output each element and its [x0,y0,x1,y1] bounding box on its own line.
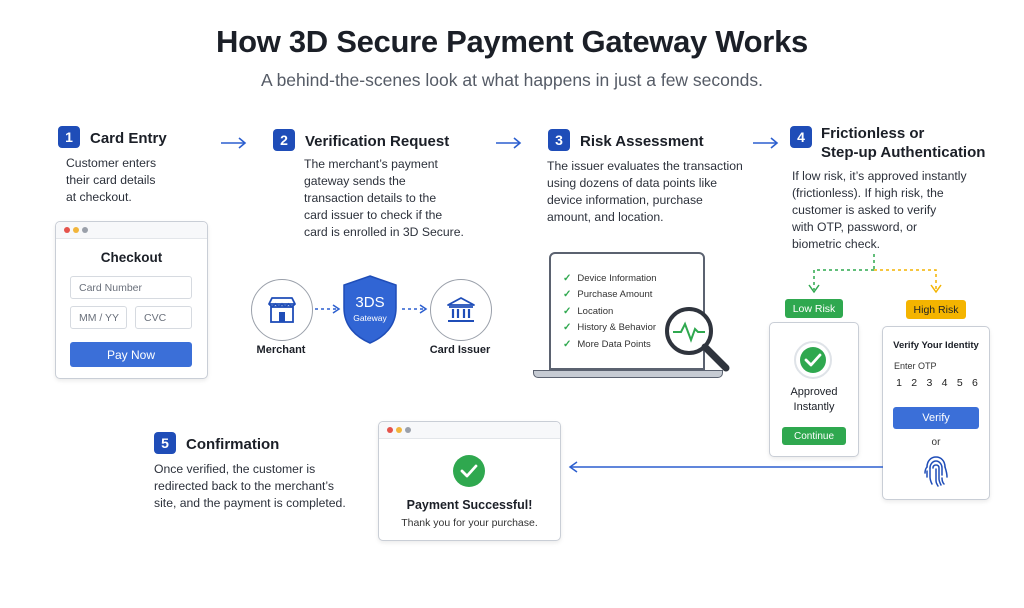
step-4-title: Frictionless or Step-up Authentication [821,125,986,161]
maximize-dot [405,427,411,433]
verify-button[interactable]: Verify [893,407,979,429]
otp-input[interactable]: 1 2 3 4 5 6 [894,377,980,389]
list-item: ✓More Data Points [563,338,651,350]
step-1-description: Customer enters their card details at ch… [66,156,157,204]
step-5-description: Once verified, the customer is redirecte… [154,462,346,510]
step-3-badge: 3 [548,129,570,151]
continue-button[interactable]: Continue [782,427,846,445]
verify-identity-heading: Verify Your Identity [893,340,979,351]
step-2-badge: 2 [273,129,295,151]
page-subtitle: A behind-the-scenes look at what happens… [261,70,763,90]
step-3-title: Risk Assessment [580,133,704,150]
low-risk-card: Approved Instantly Continue [769,322,859,457]
card-issuer-node [430,279,492,341]
minimize-dot [73,227,79,233]
storefront-icon [268,297,296,323]
window-titlebar [56,222,207,239]
step-2-title: Verification Request [305,133,450,150]
high-risk-badge: High Risk [906,300,966,319]
otp-digit: 2 [911,377,918,389]
high-risk-card: Verify Your Identity Enter OTP 1 2 3 4 5… [882,326,990,500]
check-icon: ✓ [563,322,572,334]
success-title: Payment Successful! [406,498,533,512]
step-3-description: The issuer evaluates the transaction usi… [547,159,743,224]
otp-digit: 4 [941,377,948,389]
step-4-badge: 4 [790,126,812,148]
otp-label: Enter OTP [894,361,937,371]
step-5-badge: 5 [154,432,176,454]
gateway-title: 3DS [355,294,385,311]
list-item: ✓Location [563,305,614,317]
check-icon: ✓ [563,305,572,317]
check-icon: ✓ [563,272,572,284]
minimize-dot [396,427,402,433]
card-number-field[interactable]: Card Number [70,276,192,299]
maximize-dot [82,227,88,233]
arrow-left-icon [568,461,883,473]
otp-digit: 3 [926,377,933,389]
page-title: How 3D Secure Payment Gateway Works [216,24,808,59]
step-1-badge: 1 [58,126,80,148]
laptop-base [533,370,723,378]
close-dot [387,427,393,433]
branch-connector [808,254,942,294]
bank-icon [447,297,475,322]
step-5-title: Confirmation [186,436,280,453]
arrow-right-icon [402,304,428,314]
list-item: ✓Purchase Amount [563,289,653,301]
expiry-field[interactable]: MM / YY [70,306,127,329]
check-icon: ✓ [563,289,572,301]
cvc-field[interactable]: CVC [135,306,192,329]
check-circle-icon [794,341,832,379]
step-4-description: If low risk, it’s approved instantly (fr… [792,169,967,251]
check-circle-icon [453,455,485,487]
checkout-heading: Checkout [100,250,163,265]
heartbeat-icon [673,321,705,343]
magnifier-icon [665,307,730,372]
arrow-right-icon [315,304,341,314]
arrow-right-icon [496,137,522,149]
window-titlebar [379,422,560,439]
approved-status: Approved Instantly [790,386,838,413]
checkout-window: Checkout Card Number MM / YY CVC Pay Now [55,221,208,379]
otp-digit: 1 [896,377,902,389]
merchant-node [251,279,313,341]
list-item: ✓Device Information [563,272,657,284]
otp-digit: 5 [956,377,963,389]
arrow-right-icon [753,137,779,149]
close-dot [64,227,70,233]
step-2-description: The merchant’s payment gateway sends the… [304,157,464,239]
low-risk-badge: Low Risk [785,299,843,318]
gateway-subtitle: Gateway [353,313,387,323]
shield-icon [343,275,397,344]
risk-data-list: ✓Device Information ✓Purchase Amount ✓Lo… [563,270,657,353]
check-icon: ✓ [563,338,572,350]
merchant-label: Merchant [256,344,306,356]
payment-success-window: Payment Successful! Thank you for your p… [378,421,561,541]
list-item: ✓History & Behavior [563,322,657,334]
step-1-title: Card Entry [90,130,167,147]
otp-digit: 6 [972,377,978,389]
pay-now-button[interactable]: Pay Now [70,342,192,367]
or-divider: or [931,437,941,448]
arrow-right-icon [221,137,247,149]
success-message: Thank you for your purchase. [401,517,538,529]
card-issuer-label: Card Issuer [429,344,491,356]
fingerprint-icon[interactable] [923,455,949,487]
